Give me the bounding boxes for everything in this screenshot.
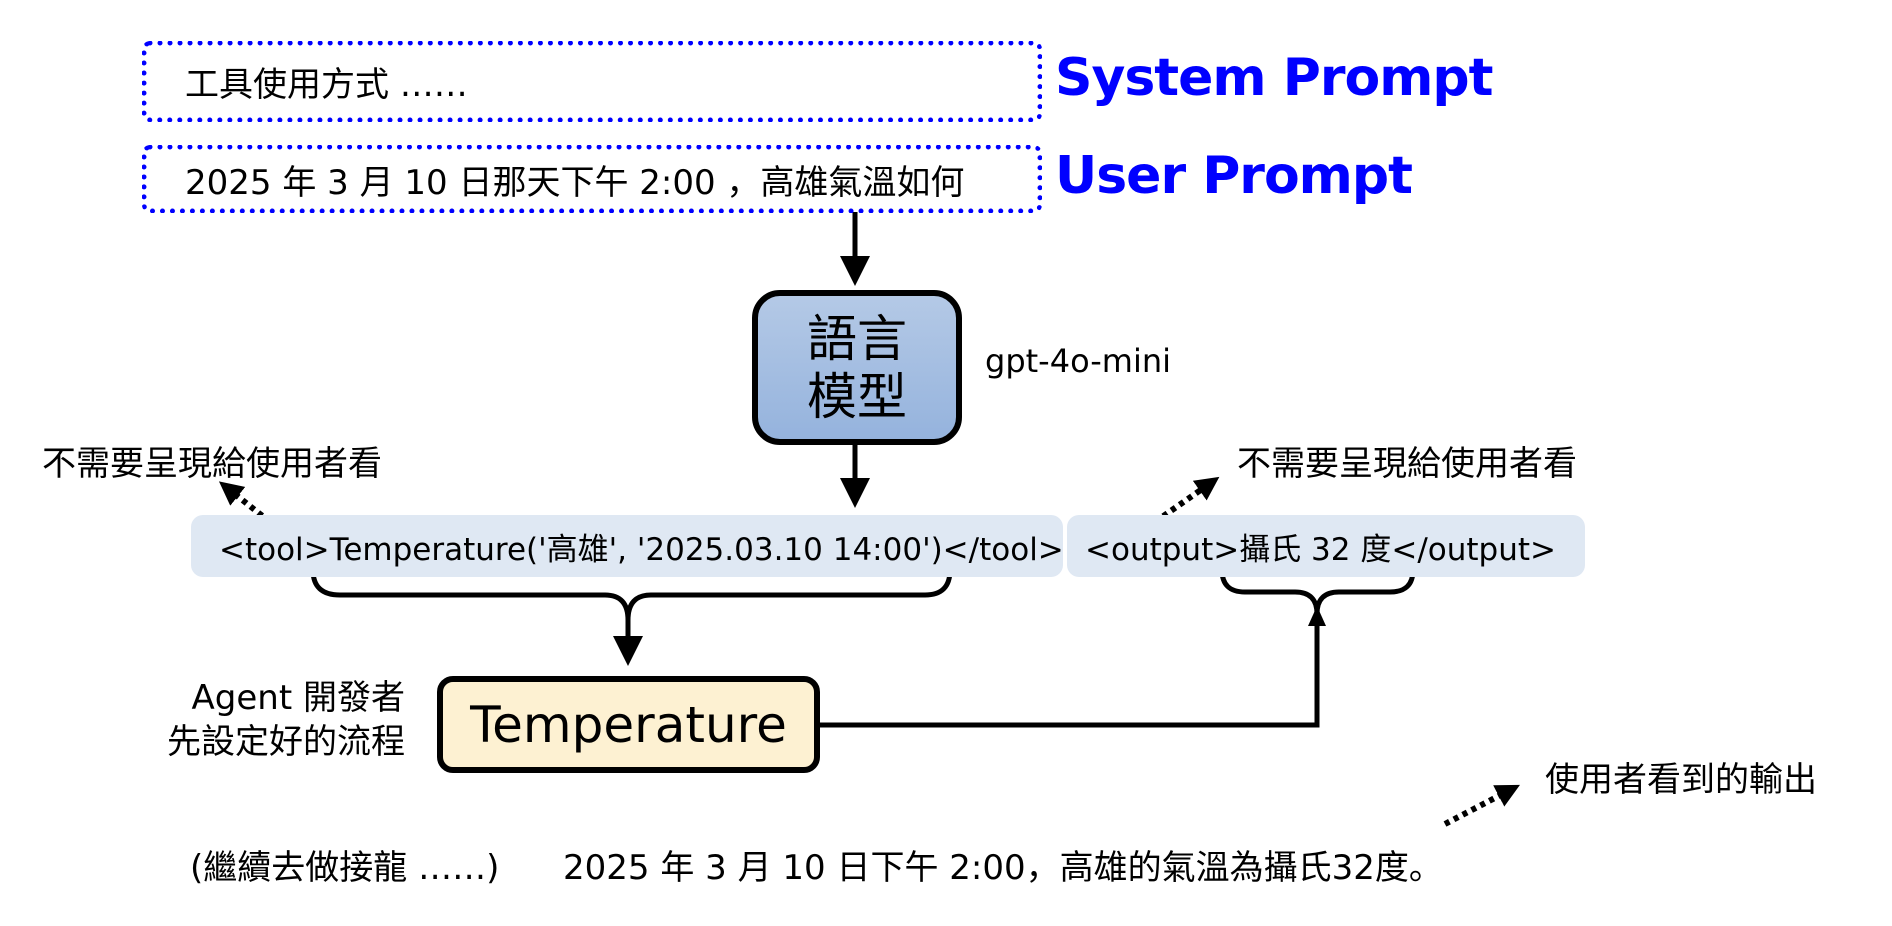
user-output-note: 使用者看到的輸出: [1545, 760, 1817, 800]
language-model-box: 語言 模型: [752, 290, 962, 445]
tool-call-note: 不需要呈現給使用者看: [42, 444, 382, 484]
language-model-line1: 語言: [807, 309, 907, 368]
temperature-tool-box: Temperature: [437, 676, 820, 773]
continuation-text: (繼續去做接龍 ……): [190, 848, 500, 888]
final-answer-text: 2025 年 3 月 10 日下午 2:00，高雄的氣溫為攝氏32度。: [563, 848, 1443, 888]
arrow-tool-to-output: [820, 625, 1320, 728]
user-prompt-label: User Prompt: [1055, 146, 1413, 206]
tool-description-line2: 先設定好的流程: [167, 722, 405, 762]
tool-output-note: 不需要呈現給使用者看: [1237, 444, 1577, 484]
dotted-arrow-user-output-note: [1443, 784, 1520, 827]
user-prompt-box: 2025 年 3 月 10 日那天下午 2:00 ，高雄氣溫如何: [142, 145, 1042, 213]
brace-tool-call: [310, 569, 953, 621]
system-prompt-box: 工具使用方式 ……: [142, 41, 1042, 122]
tool-call-text: <tool>Temperature('高雄', '2025.03.10 14:0…: [219, 531, 1064, 568]
model-name: gpt-4o-mini: [985, 342, 1172, 380]
tool-output-pill: <output>攝氏 32 度</output>: [1067, 515, 1585, 577]
system-prompt-content: 工具使用方式 ……: [185, 65, 468, 105]
tool-description-line1: Agent 開發者: [191, 678, 405, 718]
tool-output-text: <output>攝氏 32 度</output>: [1085, 531, 1556, 568]
tool-call-pill: <tool>Temperature('高雄', '2025.03.10 14:0…: [191, 515, 1064, 577]
temperature-tool-label: Temperature: [470, 695, 787, 754]
system-prompt-label: System Prompt: [1055, 48, 1493, 108]
arrowhead-up: [1308, 606, 1326, 626]
tool-description: Agent 開發者 先設定好的流程: [167, 676, 405, 764]
user-prompt-content: 2025 年 3 月 10 日那天下午 2:00 ，高雄氣溫如何: [185, 162, 965, 203]
language-model-line2: 模型: [807, 367, 907, 426]
brace-output: [1219, 569, 1416, 615]
